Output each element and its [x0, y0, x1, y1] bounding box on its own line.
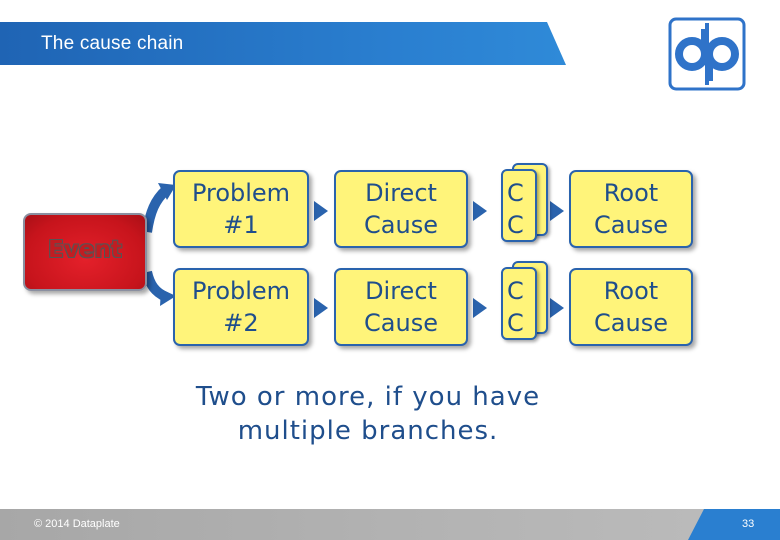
- footer-bar: [0, 509, 780, 540]
- direct-cause-1-label: Direct Cause: [364, 179, 438, 239]
- root-cause-1-box: Root Cause: [569, 170, 693, 248]
- problem-2-label: Problem #2: [191, 277, 291, 337]
- stacked-card-front: C C: [501, 169, 537, 242]
- chevron-right-icon: [473, 201, 487, 221]
- root-cause-2-box: Root Cause: [569, 268, 693, 346]
- problem-1-box: Problem #1: [173, 170, 309, 248]
- chevron-right-icon: [473, 298, 487, 318]
- footer-accent: [688, 509, 780, 540]
- event-box: Event: [23, 213, 147, 291]
- branches-note: Two or more, if you have multiple branch…: [195, 382, 541, 446]
- problem-2-box: Problem #2: [173, 268, 309, 346]
- direct-cause-1-box: Direct Cause: [334, 170, 468, 248]
- stacked-cause-1-label: C C: [507, 179, 524, 239]
- chevron-right-icon: [550, 298, 564, 318]
- chevron-right-icon: [550, 201, 564, 221]
- slide-title: The cause chain: [41, 33, 184, 54]
- direct-cause-2-label: Direct Cause: [364, 277, 438, 337]
- root-cause-1-label: Root Cause: [594, 179, 668, 239]
- dataplate-logo-icon: [668, 17, 746, 91]
- title-bar: [0, 22, 566, 65]
- copyright-text: © 2014 Dataplate: [34, 518, 120, 530]
- stacked-card-front: C C: [501, 267, 537, 340]
- root-cause-2-label: Root Cause: [594, 277, 668, 337]
- problem-1-label: Problem #1: [191, 179, 291, 239]
- page-number: 33: [742, 518, 755, 530]
- event-to-problem1-arrow: [142, 186, 170, 233]
- stacked-cause-2-label: C C: [507, 277, 524, 337]
- event-label: Event: [48, 237, 122, 263]
- chevron-right-icon: [314, 201, 328, 221]
- direct-cause-2-box: Direct Cause: [334, 268, 468, 346]
- chevron-right-icon: [314, 298, 328, 318]
